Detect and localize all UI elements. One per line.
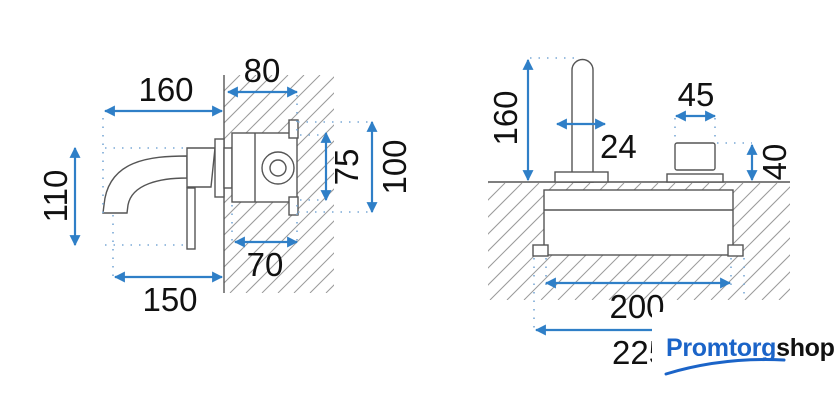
hatch-line [224,75,321,172]
hatch-line [224,156,334,268]
dim-label-100: 100 [376,139,413,194]
hatch-line [245,204,334,293]
dim-label-110: 110 [37,170,74,223]
cartridge-circle [261,151,295,185]
spout-base [554,171,609,183]
right-front-view: 160 24 45 40 200 225 [487,57,793,371]
hatch-line [778,288,790,300]
dim-label-45: 45 [678,76,715,113]
dim-label-70: 70 [247,246,284,283]
left-side-view: 160 80 150 70 110 75 100 [37,52,413,318]
dim-label-160-right: 160 [487,90,524,145]
lever-handle [186,187,196,250]
wall-flange [214,138,225,198]
hatch-line [727,237,790,300]
promtorgshop-logo: Promtorgshop [652,312,840,413]
spout-pipe [571,58,594,183]
dim-label-75: 75 [328,149,365,186]
handle-base [666,173,724,183]
dim-label-24: 24 [600,128,637,165]
concealed-body [543,189,734,256]
hatch-line [229,188,334,293]
logo-text-shop: shop [776,334,835,362]
hatch-line [488,183,540,235]
hatch-line [488,183,489,184]
hatch-line [488,183,557,252]
hatch-line [277,236,334,293]
handle-knob [674,142,716,171]
spout [102,155,188,214]
hatch-line [744,254,790,300]
hatch-line [488,183,506,201]
hatch-line [293,252,334,293]
hatch-line [224,75,289,140]
mixer-body [186,147,216,188]
hatch-line [224,75,273,124]
dim-label-40: 40 [756,144,793,181]
hatch-line [761,271,790,300]
logo-text-promtorg: Promtorg [666,334,777,362]
concealed-box [231,132,298,203]
dim-label-160: 160 [138,71,193,108]
dim-label-150: 150 [142,281,197,318]
hatch-line [224,75,305,156]
hatch-line [261,220,334,293]
hatch-line [488,183,523,218]
logo-swoosh [664,358,786,376]
dim-label-80: 80 [244,52,281,89]
